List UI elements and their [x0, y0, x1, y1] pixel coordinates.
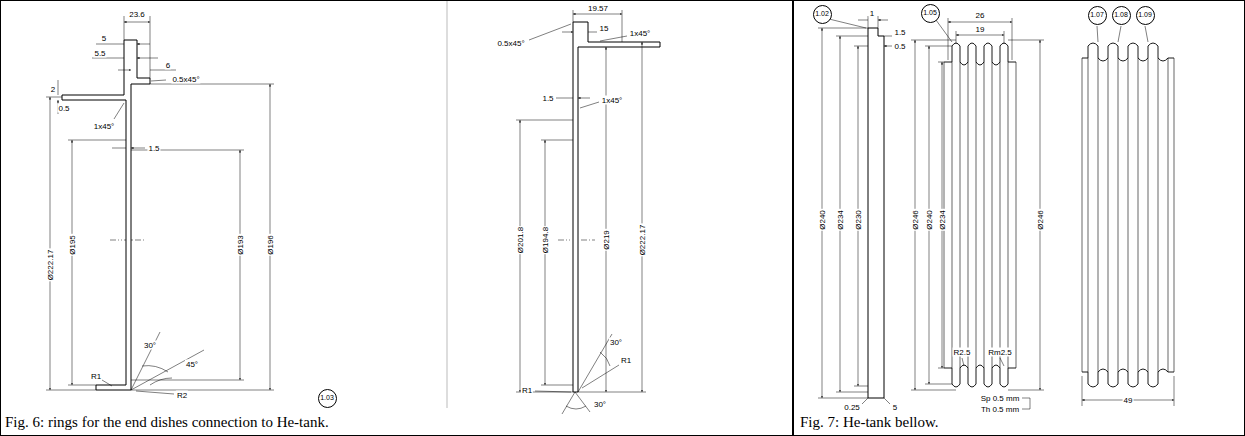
dimension-label: R2 — [176, 391, 188, 400]
callout-number: 1.03 — [320, 394, 334, 402]
dimension-label: 15 — [599, 24, 610, 33]
callout-number: 1.02 — [815, 10, 829, 18]
dimension-label: 0.5x45° — [171, 75, 200, 84]
dimension-label: 0.5 — [57, 104, 70, 113]
dimension-label: Ø201.8 — [516, 226, 525, 254]
dimension-label: 23.6 — [128, 10, 146, 19]
dimension-label: R1 — [90, 372, 102, 381]
dimension-label: Sp 0.5 mm — [980, 394, 1021, 403]
dimension-label: 1x45° — [601, 96, 624, 105]
callout-circle: 1.09 — [1136, 6, 1155, 25]
dimension-label: 1x45° — [93, 122, 116, 131]
figure-caption: Fig. 6: rings for the end dishes connect… — [5, 413, 329, 431]
dimension-label: 19 — [975, 25, 986, 34]
dimension-label: Ø230 — [854, 209, 863, 231]
callout-circle: 1.05 — [921, 4, 940, 23]
dimension-label: 0.25 — [843, 403, 861, 412]
dimension-label: 5 — [892, 403, 898, 412]
dimension-label: Ø193 — [236, 234, 245, 256]
dimension-label: 1 — [869, 9, 875, 18]
dimension-label: Ø195 — [68, 234, 77, 256]
dimension-label: 2 — [50, 85, 56, 94]
dimension-label: 5.5 — [93, 49, 106, 58]
dimension-label: Ø234 — [938, 209, 947, 231]
dimension-label: R1 — [521, 386, 533, 395]
dimension-label: 6 — [165, 61, 171, 70]
callout-number: 1.05 — [923, 9, 937, 17]
dimension-label: R1 — [620, 356, 632, 365]
callout-circle: 1.03 — [318, 389, 337, 408]
dimension-label: Ø222.17 — [46, 249, 55, 282]
dimension-label: 30° — [609, 338, 623, 347]
callout-number: 1.07 — [1090, 11, 1104, 19]
callout-circle: 1.07 — [1088, 6, 1107, 25]
dimension-label: 0.5 — [893, 42, 906, 51]
dimension-label: R2.5 — [953, 348, 972, 357]
dimension-label: 19.57 — [587, 4, 609, 13]
dimension-label: 1.5 — [541, 94, 554, 103]
dimension-label: Ø222.17 — [638, 224, 647, 257]
dimension-label: 30° — [143, 341, 157, 350]
figure-caption: Fig. 7: He-tank bellow. — [800, 413, 939, 431]
callout-circle: 1.02 — [813, 5, 832, 24]
dimension-label: 1.5 — [893, 28, 906, 37]
dimension-label: Ø246 — [1036, 209, 1045, 231]
dimension-label: Th 0.5 mm — [980, 405, 1020, 414]
figure-cell: Fig. 6: rings for the end dishes connect… — [0, 0, 793, 436]
dimension-label: Ø194.8 — [541, 226, 550, 254]
dimension-label: 26 — [975, 11, 986, 20]
callout-number: 1.08 — [1114, 11, 1128, 19]
dimension-label: 1.5 — [147, 144, 160, 153]
callout-number: 1.09 — [1138, 11, 1152, 19]
dimension-label: Ø240 — [818, 209, 827, 231]
dimension-label: Ø246 — [911, 209, 920, 231]
dimension-label: 0.5x45° — [496, 39, 525, 48]
dimension-label: Ø196 — [266, 234, 275, 256]
dimension-label: 49 — [1123, 396, 1134, 405]
dimension-label: 30° — [593, 400, 607, 409]
callout-circle: 1.08 — [1112, 6, 1131, 25]
dimension-label: Ø240 — [925, 209, 934, 231]
dimension-label: 45° — [185, 360, 199, 369]
dimension-label: Ø219 — [602, 229, 611, 251]
dimension-label: 5 — [101, 34, 107, 43]
dimension-label: Ø234 — [836, 209, 845, 231]
dimension-label: Rm2.5 — [987, 348, 1013, 357]
dimension-label: 1x45° — [629, 29, 652, 38]
